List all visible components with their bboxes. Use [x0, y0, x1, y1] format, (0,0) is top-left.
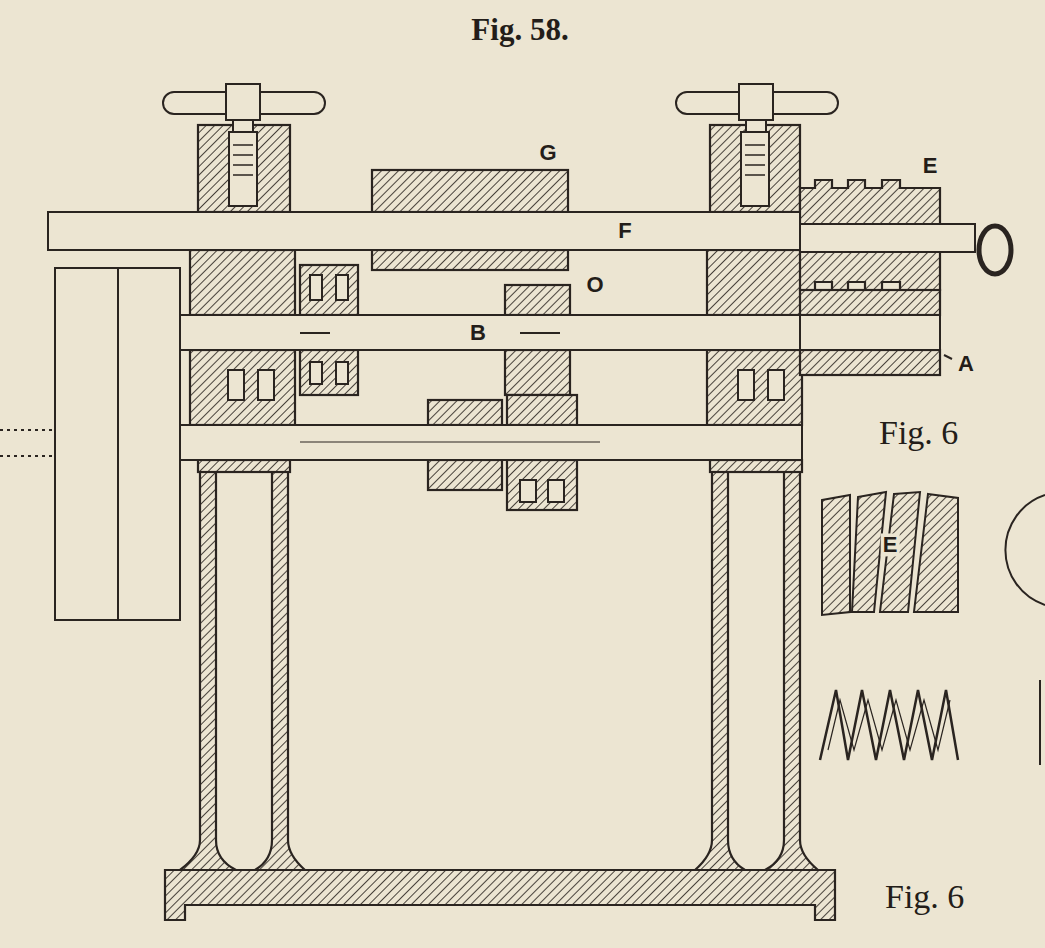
- drawing-part: [505, 285, 570, 315]
- drawing-part: [741, 132, 769, 206]
- drawing-part: [336, 362, 348, 384]
- drawing-part: [255, 470, 305, 870]
- drawing-part: [800, 350, 940, 375]
- drawing-part: [707, 350, 802, 425]
- drawing-part: [800, 180, 940, 224]
- drawing-part: [1039, 680, 1041, 765]
- drawing-part: [800, 290, 940, 315]
- drawing-part: [548, 480, 564, 502]
- drawing-part: [310, 362, 322, 384]
- drawing-part: [258, 370, 274, 400]
- drawing-part: [507, 395, 577, 425]
- drawing-part: [979, 226, 1011, 274]
- drawing-part: [0, 430, 55, 456]
- drawing-part: [117, 268, 119, 620]
- drawing-part: [229, 132, 257, 206]
- drawing-part: [428, 400, 502, 425]
- part-letter: F: [616, 219, 633, 242]
- part-letter: B: [468, 321, 488, 344]
- drawing-part: [336, 275, 348, 300]
- drawing-part: [1005, 495, 1045, 605]
- drawing-part: [746, 120, 766, 132]
- drawing-part: [520, 332, 560, 334]
- drawing-part: [300, 265, 358, 315]
- drawing-part: [55, 268, 180, 620]
- figure-number: Fig. 6: [876, 415, 961, 451]
- drawing-part: [180, 470, 236, 870]
- drawing-part: [428, 460, 502, 490]
- figure-number: Fig. 6: [882, 879, 967, 915]
- drawing-part: [198, 460, 290, 472]
- part-letter: O: [584, 273, 605, 296]
- drawing-part: [914, 494, 958, 612]
- drawing-part: [738, 370, 754, 400]
- drawing-part: [226, 84, 260, 120]
- drawing-part: [190, 250, 295, 315]
- drawing-part: [828, 700, 950, 750]
- drawing-part: [739, 84, 773, 120]
- drawing-part: [765, 470, 818, 870]
- part-letter: E: [881, 533, 900, 556]
- drawing-part: [233, 145, 765, 175]
- drawing-part: [180, 425, 802, 460]
- drawing-part: [198, 125, 290, 212]
- hidden-lines: [0, 355, 952, 456]
- drawing-part: [710, 460, 802, 472]
- drawing-part: [822, 495, 850, 615]
- drawing-part: [190, 350, 295, 425]
- drawing-part: [233, 120, 253, 132]
- drawing-part: [520, 480, 536, 502]
- drawing-part: [507, 460, 577, 510]
- drawing-part: [300, 441, 600, 442]
- part-letter: A: [956, 352, 976, 375]
- drawing-part: [48, 212, 800, 250]
- drawing-part: [800, 315, 940, 350]
- drawing-part: [768, 370, 784, 400]
- drawing-part: [505, 350, 570, 395]
- drawing-part: [310, 275, 322, 300]
- drawing-part: [880, 492, 920, 612]
- drawing-part: [372, 170, 568, 212]
- drawing-part: [707, 250, 802, 315]
- drawing-part: [372, 250, 568, 270]
- drawing-part: [165, 870, 835, 920]
- bores-and-shafts: [48, 84, 1011, 620]
- drawing-part: [300, 332, 330, 334]
- drawing-part: [800, 252, 940, 290]
- drawing-part: [180, 315, 802, 350]
- drawing-part: [695, 470, 745, 870]
- drawing-part: [710, 125, 800, 212]
- detail-figures: [820, 492, 1045, 765]
- part-letter: E: [921, 154, 940, 177]
- figure-title: Fig. 58.: [469, 14, 570, 47]
- drawing-part: [300, 350, 358, 395]
- drawing-part: [944, 355, 952, 359]
- drawing-part: [820, 690, 958, 760]
- drawing-part: [228, 370, 244, 400]
- drawing-part: [800, 224, 975, 252]
- part-letter: G: [537, 141, 558, 164]
